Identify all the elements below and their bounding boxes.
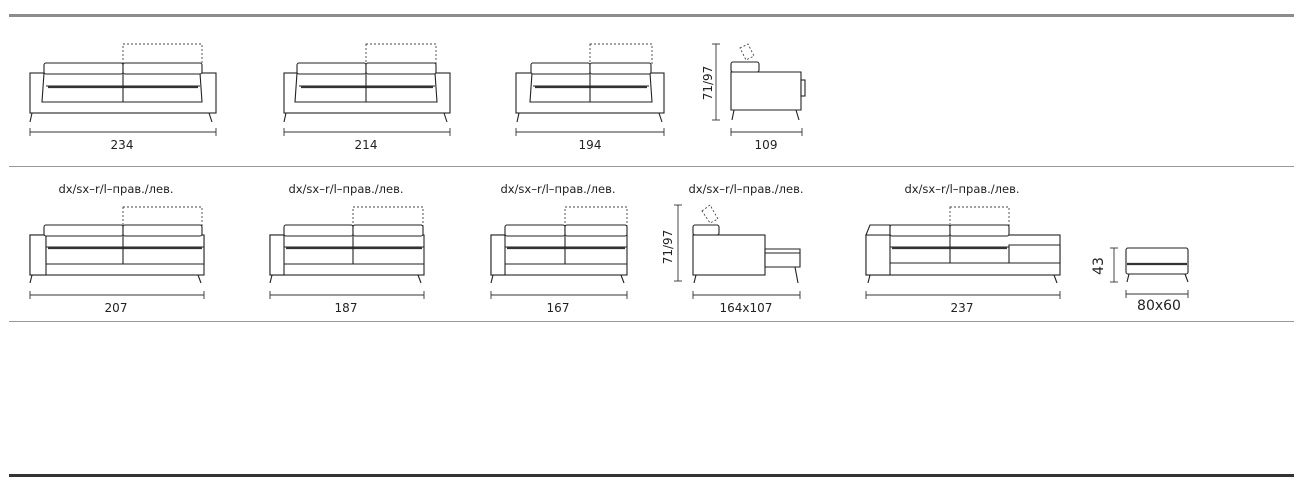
row-divider (9, 166, 1294, 167)
chaise-237-drawing (862, 203, 1066, 303)
dim-label-109: 109 (754, 138, 778, 152)
side-view-109-drawing (708, 40, 812, 140)
dim-label-234: 234 (110, 138, 134, 152)
dim-label-167: 167 (546, 301, 570, 315)
sofa-234-drawing (26, 40, 218, 140)
dim-label-237: 237 (950, 301, 974, 315)
sofa-167-drawing (487, 203, 631, 303)
orientation-note-207: dx/sx–r/l–прав./лев. (58, 182, 174, 196)
height-label-43: 43 (1091, 257, 1107, 275)
sofa-207-drawing (26, 203, 208, 303)
dim-label-187: 187 (334, 301, 358, 315)
dim-label-194: 194 (578, 138, 602, 152)
height-label-71-97-row2: 71/97 (661, 229, 675, 265)
bottom-divider (9, 474, 1294, 477)
sofa-187-drawing (266, 203, 428, 303)
side-view-chaise-drawing (672, 203, 806, 303)
dim-label-207: 207 (104, 301, 128, 315)
orientation-note-237: dx/sx–r/l–прав./лев. (904, 182, 1020, 196)
height-label-71-97-row1: 71/97 (701, 65, 715, 101)
lower-divider (9, 321, 1294, 322)
orientation-note-167: dx/sx–r/l–прав./лев. (500, 182, 616, 196)
dim-label-214: 214 (354, 138, 378, 152)
dim-label-80x60: 80x60 (1137, 298, 1181, 314)
orientation-note-187: dx/sx–r/l–прав./лев. (288, 182, 404, 196)
sofa-214-drawing (280, 40, 452, 140)
top-divider (9, 14, 1294, 17)
ottoman-drawing (1092, 240, 1194, 306)
sofa-194-drawing (512, 40, 668, 140)
orientation-note-164x107: dx/sx–r/l–прав./лев. (688, 182, 804, 196)
dim-label-164x107: 164x107 (719, 301, 773, 315)
